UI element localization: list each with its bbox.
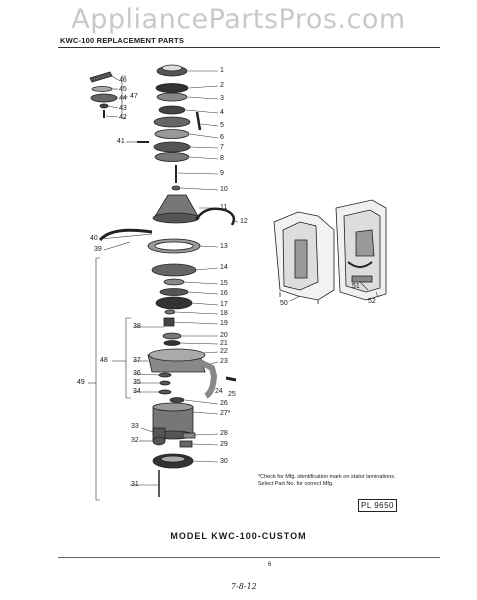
- callout-25: 25: [228, 391, 236, 398]
- callout-42: 42: [119, 114, 127, 121]
- callout-7: 7: [220, 144, 224, 151]
- callout-30: 30: [220, 458, 228, 465]
- callout-41: 41: [117, 138, 125, 145]
- callout-13: 13: [220, 243, 228, 250]
- callout-28: 28: [220, 430, 228, 437]
- callout-5: 5: [220, 122, 224, 129]
- callout-22: 22: [220, 348, 228, 355]
- callout-36: 36: [133, 370, 141, 377]
- callout-9: 9: [220, 170, 224, 177]
- callout-49: 49: [77, 379, 85, 386]
- callout-2: 2: [220, 82, 224, 89]
- callout-29: 29: [220, 441, 228, 448]
- callout-40: 40: [90, 235, 98, 242]
- page-header: KWC-100 REPLACEMENT PARTS: [60, 36, 185, 45]
- callout-14: 14: [220, 264, 228, 271]
- callout-38: 38: [133, 323, 141, 330]
- callout-4: 4: [220, 109, 224, 116]
- callout-23: 23: [220, 358, 228, 365]
- callout-3: 3: [220, 95, 224, 102]
- callout-1: 1: [220, 67, 224, 74]
- callout-20: 20: [220, 332, 228, 339]
- callout-47: 47: [130, 93, 138, 100]
- callout-17: 17: [220, 301, 228, 308]
- callout-18: 18: [220, 310, 228, 317]
- callout-50: 50: [280, 300, 288, 307]
- callout-26: 26: [220, 400, 228, 407]
- part-5-ring: [153, 116, 191, 128]
- callout-43: 43: [119, 105, 127, 112]
- callout-6: 6: [220, 134, 224, 141]
- watermark: AppliancePartsPros.com: [71, 4, 406, 35]
- callout-27: 27*: [220, 410, 231, 417]
- callout-21: 21: [220, 340, 228, 347]
- callout-51: 51: [352, 283, 360, 290]
- callout-16: 16: [220, 290, 228, 297]
- callout-52: 52: [368, 298, 376, 305]
- callout-24: 24: [215, 388, 223, 395]
- callout-48: 48: [100, 357, 108, 364]
- page-number: 6: [268, 562, 272, 568]
- callout-10: 10: [220, 186, 228, 193]
- callout-33: 33: [131, 423, 139, 430]
- model-title: MODEL KWC-100-CUSTOM: [170, 531, 307, 541]
- callout-44: 44: [119, 95, 127, 102]
- stator-note: *Check for Mfg. identification mark on s…: [258, 474, 396, 487]
- callout-37: 37: [133, 357, 141, 364]
- callout-31: 31: [131, 481, 139, 488]
- footer-rule: [58, 557, 440, 558]
- plate-code-box: PL 9650: [358, 499, 398, 512]
- callout-8: 8: [220, 155, 224, 162]
- header-rule: [58, 47, 440, 48]
- handwritten-date: 7-8-12: [231, 582, 257, 591]
- callout-32: 32: [131, 437, 139, 444]
- callout-12: 12: [240, 218, 248, 225]
- callout-11: 11: [220, 204, 228, 211]
- callout-46: 46: [119, 77, 127, 84]
- part-14-housing: [151, 263, 197, 277]
- callout-34: 34: [133, 388, 141, 395]
- callout-19: 19: [220, 320, 228, 327]
- callout-15: 15: [220, 280, 228, 287]
- callout-45: 45: [119, 86, 127, 93]
- callout-35: 35: [133, 379, 141, 386]
- part-2-gasket: [155, 83, 189, 93]
- callout-39: 39: [94, 246, 102, 253]
